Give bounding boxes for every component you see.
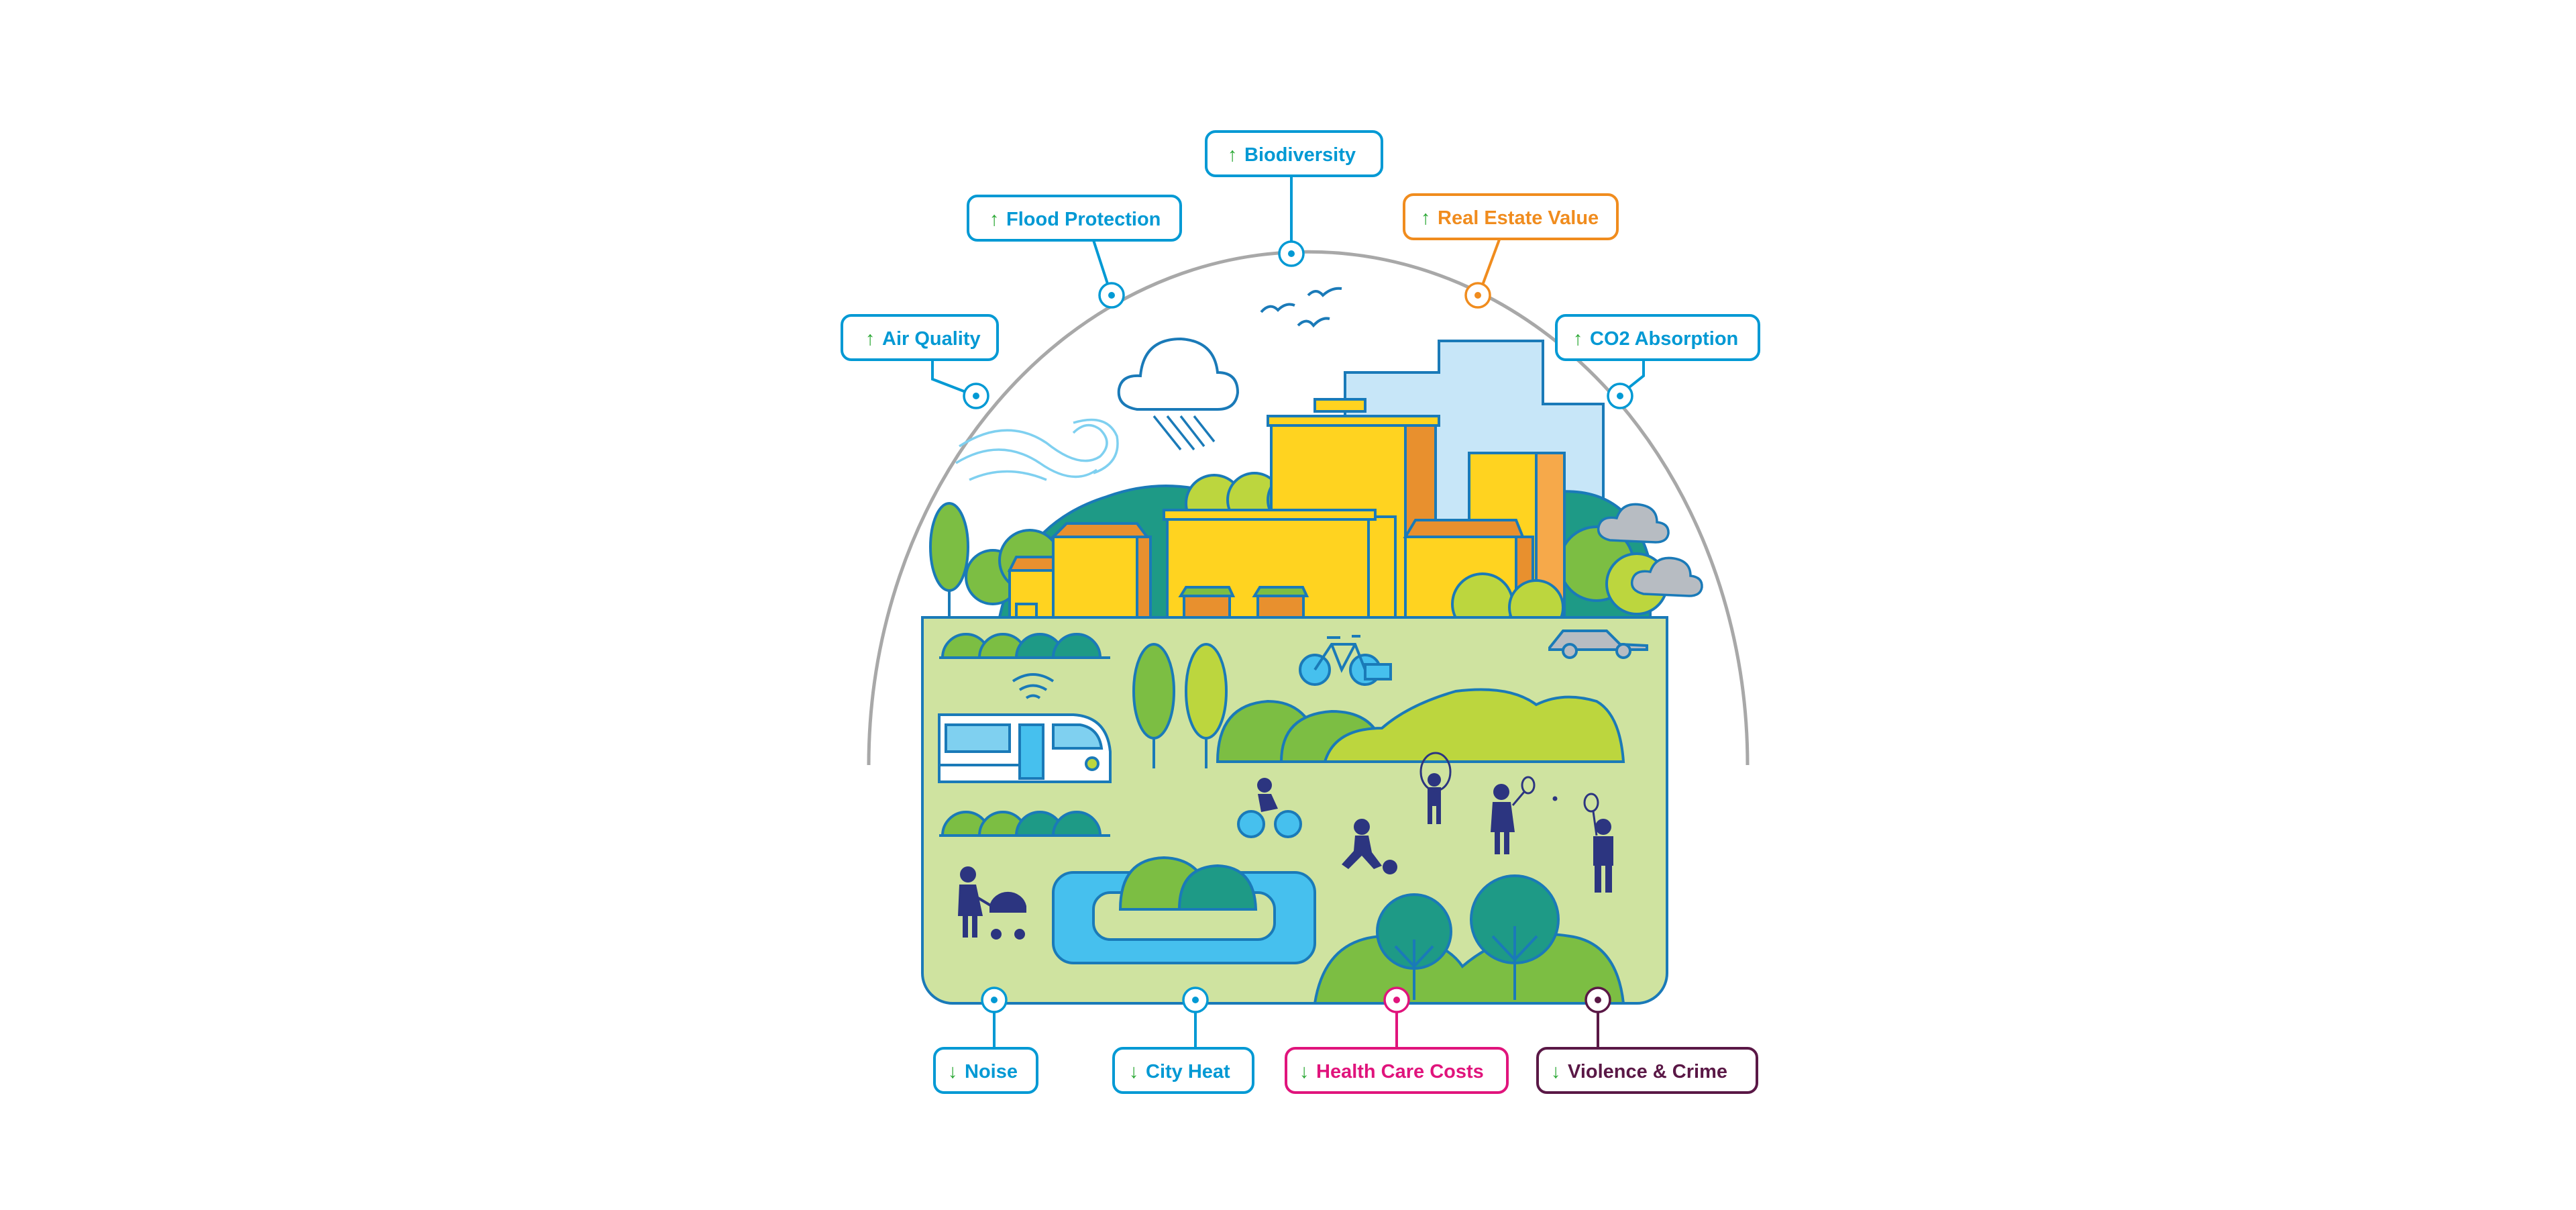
- car-wheel-1: [1562, 643, 1578, 659]
- label-biodiversity: ↑ Biodiversity: [1205, 130, 1383, 177]
- label-violence-crime: ↓ Violence & Crime: [1536, 1047, 1758, 1094]
- dome-arc: [867, 250, 1750, 766]
- nodes: [963, 240, 1633, 1013]
- slim-trees: [1132, 643, 1228, 768]
- node-violence-crime: [1585, 987, 1611, 1013]
- mid-building-side: [1367, 515, 1397, 619]
- label-text: Violence & Crime: [1568, 1061, 1727, 1082]
- stroller-figure: [958, 866, 1026, 940]
- right-block-roof: [1403, 519, 1525, 538]
- mid-building-roof: [1163, 509, 1377, 521]
- roof-vent: [1313, 398, 1366, 413]
- jumping-child-figure: [1419, 752, 1452, 824]
- connector-air-quality: [931, 361, 977, 397]
- bicycle-icon: [1299, 635, 1392, 686]
- slim-tree-left: [929, 502, 969, 592]
- up-arrow-icon: ↑: [989, 209, 1000, 230]
- bottom-trees: [1313, 874, 1625, 1005]
- down-arrow-icon: ↓: [948, 1061, 958, 1082]
- bush-cluster: [1216, 688, 1625, 763]
- node-co2-absorption: [1607, 383, 1633, 409]
- cyclist-figure: [1237, 778, 1302, 838]
- sky-elements: [955, 287, 1703, 597]
- gray-cloud-1: [1597, 503, 1670, 544]
- node-noise: [981, 987, 1008, 1013]
- label-flood-protection: ↑ Flood Protection: [967, 195, 1182, 242]
- house-left-side: [1136, 536, 1152, 619]
- label-text: Noise: [965, 1061, 1018, 1082]
- down-arrow-icon: ↓: [1551, 1061, 1561, 1082]
- house-left-small-roof: [1007, 556, 1059, 572]
- label-city-heat: ↓ City Heat: [1112, 1047, 1254, 1094]
- tall-building-roof: [1267, 415, 1440, 427]
- rain-cloud-icon: [1117, 337, 1240, 411]
- tennis-player-right-figure: [1583, 793, 1613, 893]
- kiosk-1-roof: [1178, 586, 1236, 597]
- up-arrow-icon: ↑: [1573, 328, 1583, 350]
- kiosk-2: [1256, 595, 1305, 619]
- house-left-roof: [1050, 522, 1150, 538]
- labels: ↑ Air Quality ↑ Flood Protection ↑ Biodi…: [841, 130, 1760, 1094]
- label-air-quality: ↑ Air Quality: [841, 314, 999, 361]
- node-biodiversity: [1278, 240, 1305, 267]
- pond-bushes: [1118, 856, 1258, 911]
- hedge-middle: [939, 811, 1110, 837]
- hedge-top: [939, 633, 1110, 659]
- wifi-icon: [1012, 673, 1055, 699]
- up-arrow-icon: ↑: [1421, 207, 1431, 229]
- label-real-estate-value: ↑ Real Estate Value: [1403, 193, 1619, 240]
- kiosk-1: [1183, 595, 1231, 619]
- label-text: CO2 Absorption: [1590, 328, 1738, 350]
- label-text: Air Quality: [882, 328, 981, 350]
- up-arrow-icon: ↑: [1228, 144, 1238, 166]
- house-door: [1015, 603, 1038, 619]
- label-text: Health Care Costs: [1316, 1061, 1484, 1082]
- label-text: City Heat: [1146, 1061, 1230, 1082]
- kiosk-2-roof: [1252, 586, 1309, 597]
- wind-icon: [955, 418, 1119, 481]
- down-arrow-icon: ↓: [1299, 1061, 1309, 1082]
- node-flood-protection: [1098, 282, 1125, 309]
- node-real-estate-value: [1464, 282, 1491, 309]
- label-text: Real Estate Value: [1438, 207, 1599, 229]
- label-noise: ↓ Noise: [933, 1047, 1038, 1094]
- car-wheel-2: [1615, 643, 1631, 659]
- city-skyline: [929, 340, 1668, 636]
- park-contents: [938, 629, 1648, 1005]
- people-figures: [958, 752, 1613, 940]
- rain-lines: [1152, 415, 1216, 451]
- node-health-care-costs: [1383, 987, 1410, 1013]
- gray-cloud-2: [1630, 556, 1703, 597]
- park-top-outline: [921, 616, 1668, 671]
- tram-icon: [938, 713, 1112, 783]
- tennis-player-left-figure: [1491, 776, 1558, 854]
- label-health-care-costs: ↓ Health Care Costs: [1285, 1047, 1509, 1094]
- down-arrow-icon: ↓: [1129, 1061, 1139, 1082]
- label-co2-absorption: ↑ CO2 Absorption: [1555, 314, 1760, 361]
- up-arrow-icon: ↑: [865, 328, 875, 350]
- node-air-quality: [963, 383, 989, 409]
- birds-icon: [1260, 287, 1342, 328]
- house-left: [1052, 536, 1148, 619]
- soccer-player-figure: [1342, 819, 1397, 874]
- label-text: Biodiversity: [1244, 144, 1356, 166]
- node-city-heat: [1182, 987, 1209, 1013]
- label-text: Flood Protection: [1006, 209, 1161, 230]
